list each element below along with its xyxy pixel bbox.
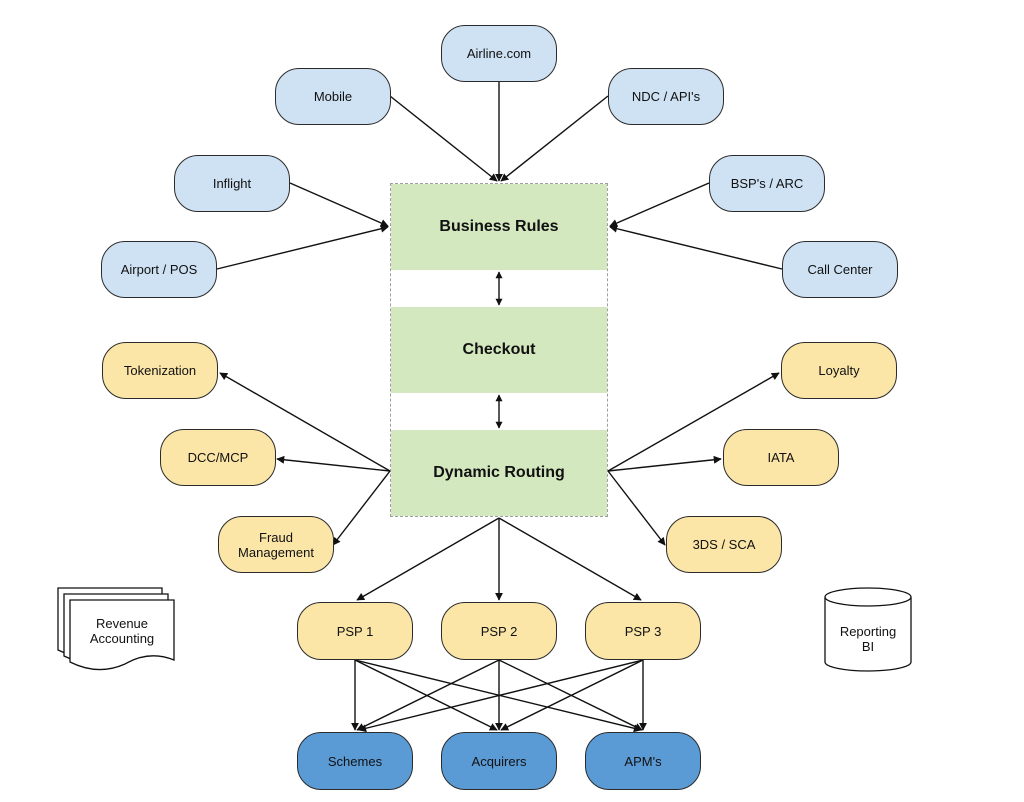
edge-routing-to-3ds (607, 470, 666, 546)
mobile-label: Mobile (313, 89, 353, 104)
reporting-line: Reporting (839, 624, 897, 639)
loyalty-node: Loyalty (781, 342, 897, 399)
dcc-mcp-label: DCC/MCP (187, 450, 249, 465)
business-rules-block: Business Rules (391, 184, 607, 270)
document-stack-icon (57, 587, 175, 671)
edge-ndc-to-rules (500, 95, 609, 182)
bsp-arc-label: BSP's / ARC (730, 176, 804, 191)
checkout-label: Checkout (462, 341, 536, 358)
accounting-line: Accounting (89, 631, 155, 646)
apms-label: APM's (624, 753, 662, 769)
schemes-node: Schemes (297, 732, 413, 790)
3ds-sca-node: 3DS / SCA (666, 516, 782, 573)
acquirers-node: Acquirers (441, 732, 557, 790)
psp-1-node: PSP 1 (297, 602, 413, 660)
iata-label: IATA (767, 450, 795, 465)
revenue-accounting-label: Revenue Accounting (70, 616, 174, 646)
edge-psp1-acquirers (354, 659, 498, 731)
psp-3-label: PSP 3 (624, 623, 662, 639)
loyalty-label: Loyalty (818, 363, 860, 378)
edge-mobile-to-rules (389, 95, 498, 182)
bsp-arc-node: BSP's / ARC (709, 155, 825, 212)
psp-3-node: PSP 3 (585, 602, 701, 660)
edge-inflight-to-rules (289, 182, 389, 227)
call-center-label: Call Center (807, 262, 873, 277)
psp-1-label: PSP 1 (336, 623, 374, 639)
edge-psp3-schemes (358, 659, 644, 733)
psp-2-node: PSP 2 (441, 602, 557, 660)
inflight-label: Inflight (212, 176, 252, 191)
reporting-bi-label: Reporting BI (825, 624, 911, 654)
database-icon (824, 587, 912, 672)
management-label: Management (238, 544, 314, 560)
bi-line: BI (861, 639, 875, 654)
iata-node: IATA (723, 429, 839, 486)
edge-psp2-schemes (356, 659, 500, 731)
edge-routing-to-psp1 (356, 517, 500, 601)
schemes-label: Schemes (327, 753, 383, 769)
airline-com-label: Airline.com (466, 46, 532, 61)
ndc-api-node: NDC / API's (608, 68, 724, 125)
edge-routing-to-tokenization (219, 372, 391, 472)
tokenization-label: Tokenization (123, 363, 197, 378)
edge-routing-to-psp3 (498, 517, 642, 601)
edge-routing-to-loyalty (607, 372, 780, 472)
edge-psp3-acquirers (500, 659, 644, 731)
checkout-block: Checkout (391, 307, 607, 393)
inflight-node: Inflight (174, 155, 290, 212)
tokenization-node: Tokenization (102, 342, 218, 399)
edge-bsp-to-rules (609, 182, 710, 227)
airline-com-node: Airline.com (441, 25, 557, 82)
apms-node: APM's (585, 732, 701, 790)
airport-pos-node: Airport / POS (101, 241, 217, 298)
dynamic-routing-label: Dynamic Routing (433, 464, 565, 481)
3ds-sca-label: 3DS / SCA (692, 537, 756, 552)
psp-2-label: PSP 2 (480, 623, 518, 639)
edge-callcenter-to-rules (609, 224, 783, 270)
dcc-mcp-node: DCC/MCP (160, 429, 276, 486)
call-center-node: Call Center (782, 241, 898, 298)
fraud-label: Fraud (259, 529, 293, 545)
airport-pos-label: Airport / POS (120, 262, 198, 277)
ndc-api-label: NDC / API's (631, 89, 701, 104)
edge-psp1-apms (354, 659, 642, 733)
edge-airport-to-rules (216, 224, 389, 270)
revenue-line: Revenue (95, 616, 149, 631)
edge-routing-to-fraud (332, 470, 391, 546)
dynamic-routing-block: Dynamic Routing (391, 430, 607, 516)
acquirers-label: Acquirers (471, 753, 527, 769)
edge-routing-to-iata (607, 455, 722, 472)
edge-routing-to-dcc (276, 455, 391, 472)
business-rules-label: Business Rules (439, 218, 559, 235)
mobile-node: Mobile (275, 68, 391, 125)
